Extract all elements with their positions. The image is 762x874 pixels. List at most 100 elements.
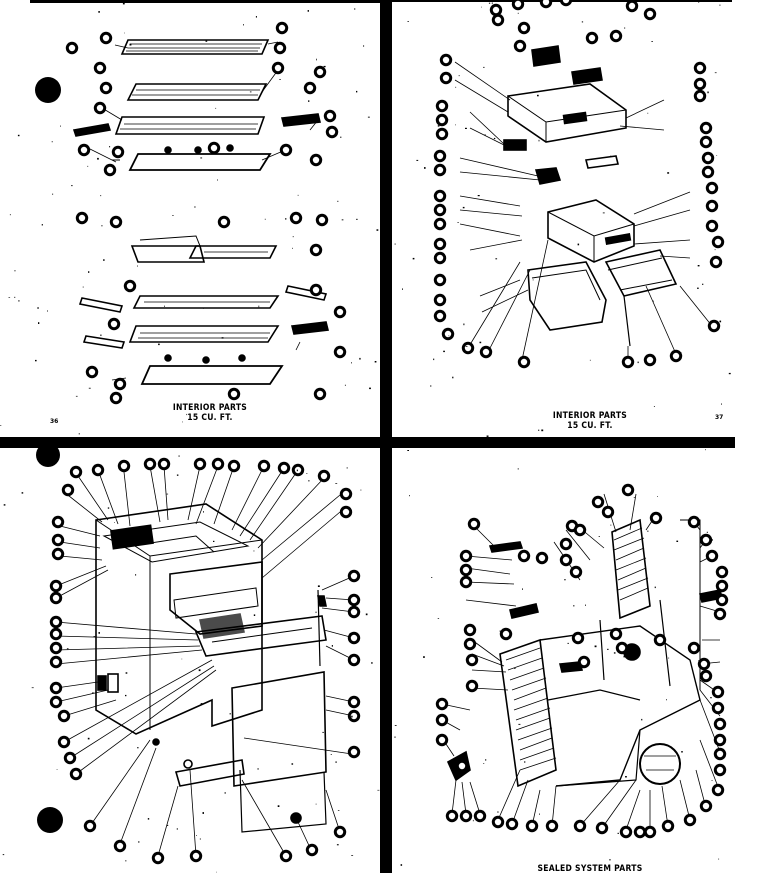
noise-speck bbox=[215, 107, 217, 109]
noise-speck bbox=[176, 474, 179, 476]
noise-speck bbox=[41, 224, 43, 226]
noise-speck bbox=[9, 214, 11, 216]
callout-bubble-inner bbox=[54, 518, 62, 526]
callout-bubble-inner bbox=[126, 282, 134, 290]
noise-speck bbox=[308, 480, 310, 482]
callout-bubble-inner bbox=[462, 552, 470, 560]
noise-speck bbox=[198, 669, 201, 672]
noise-speck bbox=[463, 323, 465, 326]
noise-speck bbox=[719, 4, 721, 6]
callout-bubble-inner bbox=[714, 688, 722, 696]
callout-bubble-inner bbox=[120, 462, 128, 470]
noise-speck bbox=[455, 86, 457, 88]
callout-bubble-inner bbox=[52, 582, 60, 590]
callout-bubble-inner bbox=[612, 630, 620, 638]
noise-speck bbox=[698, 660, 700, 662]
noise-speck bbox=[702, 283, 704, 285]
noise-speck bbox=[465, 346, 468, 347]
callout-bubble-inner bbox=[714, 704, 722, 712]
callout-bubble-inner bbox=[718, 582, 726, 590]
callout-bubble-inner bbox=[102, 84, 110, 92]
noise-speck bbox=[641, 718, 643, 721]
right-edge-band bbox=[735, 0, 762, 873]
callout-bubble-inner bbox=[646, 10, 654, 18]
noise-speck bbox=[577, 243, 580, 246]
callout-bubble-inner bbox=[508, 820, 516, 828]
noise-speck bbox=[164, 305, 165, 307]
noise-speck bbox=[433, 358, 435, 361]
noise-speck bbox=[423, 656, 425, 658]
noise-speck bbox=[31, 687, 34, 689]
noise-speck bbox=[129, 43, 132, 46]
noise-speck bbox=[488, 2, 491, 4]
noise-speck bbox=[394, 243, 396, 245]
callout-bubble-inner bbox=[66, 754, 74, 762]
page-number-right: 37 bbox=[715, 414, 724, 421]
noise-speck bbox=[589, 359, 591, 361]
callout-bubble-inner bbox=[52, 644, 60, 652]
noise-speck bbox=[37, 307, 39, 309]
noise-speck bbox=[253, 614, 256, 616]
callout-bubble-inner bbox=[282, 146, 290, 154]
callout-bubble-inner bbox=[308, 846, 316, 854]
callout-bubble-inner bbox=[54, 536, 62, 544]
noise-speck bbox=[98, 11, 100, 13]
callout-bubble-inner bbox=[562, 0, 570, 4]
callout-bubble-inner bbox=[708, 222, 716, 230]
callout-bubble-inner bbox=[436, 220, 444, 228]
callout-bubble-inner bbox=[718, 568, 726, 576]
callout-bubble-inner bbox=[52, 658, 60, 666]
callout-bubble-inner bbox=[466, 640, 474, 648]
noise-speck bbox=[175, 771, 177, 773]
noise-speck bbox=[524, 761, 526, 763]
noise-speck bbox=[196, 835, 197, 836]
noise-speck bbox=[200, 157, 203, 159]
callout-bubble-inner bbox=[86, 822, 94, 830]
noise-speck bbox=[697, 287, 699, 289]
caption-top-right-line2: 15 CU. FT. bbox=[567, 421, 613, 431]
noise-speck bbox=[365, 613, 368, 616]
noise-speck bbox=[346, 467, 348, 469]
noise-speck bbox=[277, 805, 280, 807]
callout-bubble-inner bbox=[72, 770, 80, 778]
noise-speck bbox=[315, 803, 317, 805]
noise-speck bbox=[617, 832, 619, 834]
noise-speck bbox=[647, 112, 649, 114]
noise-speck bbox=[351, 855, 354, 856]
binder-hole-top bbox=[35, 77, 61, 103]
callout-bubble-inner bbox=[436, 240, 444, 248]
callout-bubble-inner bbox=[116, 842, 124, 850]
callout-bubble-inner bbox=[116, 380, 124, 388]
callout-bubble-inner bbox=[436, 166, 444, 174]
noise-speck bbox=[92, 692, 94, 694]
noise-speck bbox=[335, 761, 337, 763]
noise-speck bbox=[125, 694, 127, 697]
noise-speck bbox=[517, 468, 519, 470]
callout-bubble-inner bbox=[696, 64, 704, 72]
callout-bubble-inner bbox=[462, 566, 470, 574]
callout-bubble-inner bbox=[312, 246, 320, 254]
noise-speck bbox=[359, 357, 361, 360]
callout-bubble-inner bbox=[514, 0, 522, 8]
noise-speck bbox=[721, 403, 722, 405]
noise-speck bbox=[407, 21, 409, 22]
callout-bubble-inner bbox=[542, 0, 550, 6]
noise-speck bbox=[330, 754, 332, 755]
callout-bubble-inner bbox=[436, 206, 444, 214]
noise-speck bbox=[93, 636, 96, 637]
callout-bubble-inner bbox=[664, 822, 672, 830]
noise-speck bbox=[710, 697, 712, 699]
callout-bubble-inner bbox=[708, 184, 716, 192]
callout-bubble-inner bbox=[342, 490, 350, 498]
noise-speck bbox=[609, 859, 611, 861]
callout-bubble-inner bbox=[476, 812, 484, 820]
noise-speck bbox=[538, 139, 540, 142]
noise-speck bbox=[137, 265, 138, 267]
callout-bubble-inner bbox=[612, 32, 620, 40]
callout-bubble-inner bbox=[562, 540, 570, 548]
callout-bubble-inner bbox=[214, 460, 222, 468]
noise-speck bbox=[707, 91, 709, 94]
callout-bubble-inner bbox=[260, 462, 268, 470]
callout-bubble-inner bbox=[436, 254, 444, 262]
noise-speck bbox=[178, 455, 180, 457]
